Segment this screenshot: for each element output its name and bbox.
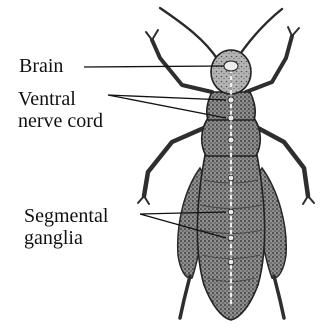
ventral-nerve-cord-label: Ventral nerve cord: [18, 88, 103, 132]
brain-label: Brain: [19, 55, 63, 77]
segmental-label-line2: ganglia: [24, 227, 108, 249]
segmental-ganglia-label: Segmental ganglia: [24, 205, 108, 249]
ventral-label-line2: nerve cord: [18, 110, 103, 132]
brain-label-text: Brain: [19, 55, 63, 77]
ventral-leader-line-upper: [108, 95, 226, 100]
brain-ganglion: [224, 61, 238, 71]
ventral-label-line1: Ventral: [18, 88, 103, 110]
segmental-label-line1: Segmental: [24, 205, 108, 227]
brain-leader-line: [84, 66, 224, 67]
